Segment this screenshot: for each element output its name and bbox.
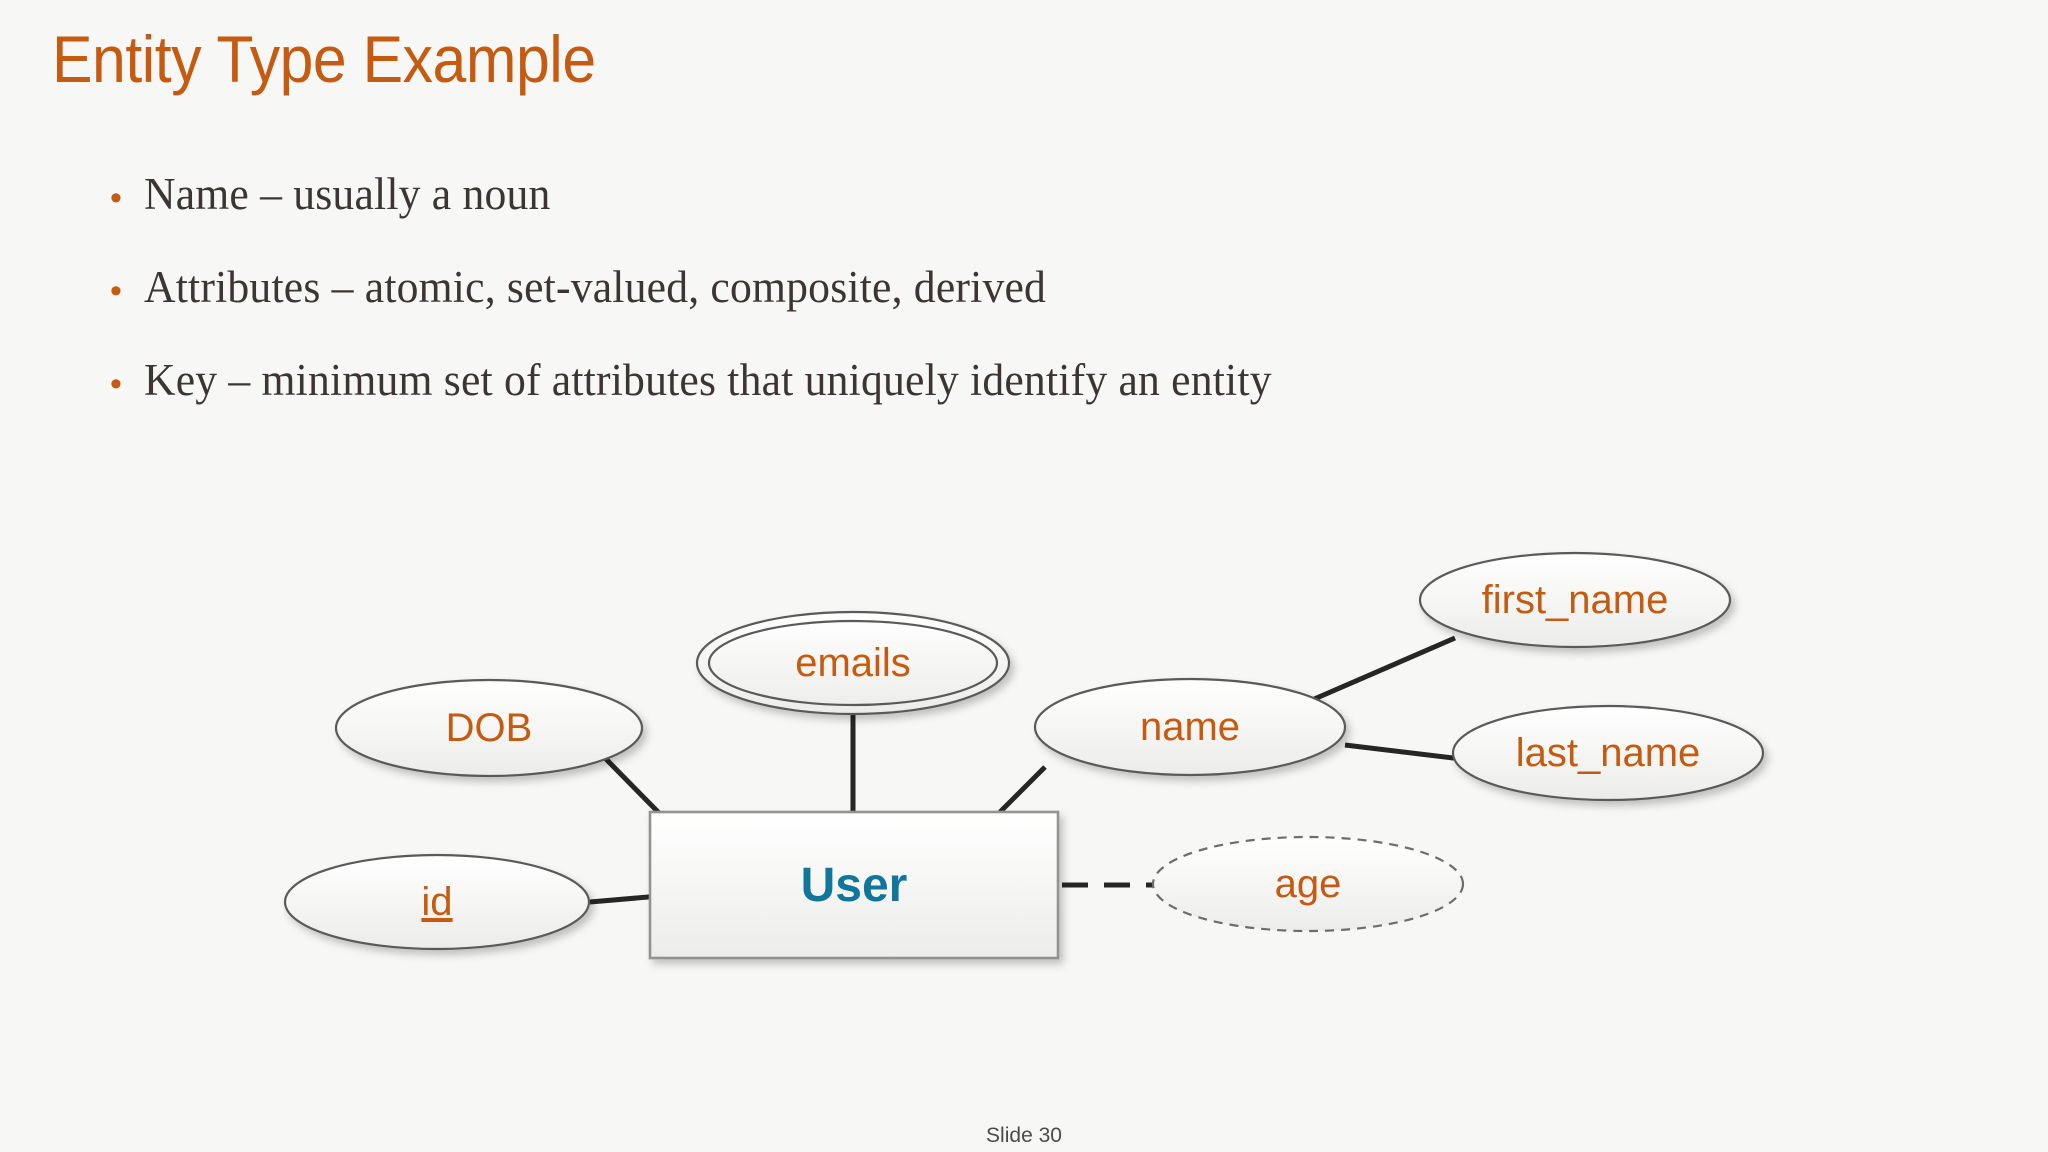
- ellipse-shape: [334, 678, 644, 778]
- ellipse-shape-inner: [707, 619, 999, 707]
- edge-name-user: [998, 765, 1047, 814]
- ellipse-shape: [1418, 551, 1732, 649]
- bullet-marker-icon: •: [110, 272, 122, 310]
- attribute-node-first-name[interactable]: [1418, 551, 1732, 649]
- bullet-marker-icon: •: [110, 179, 122, 217]
- rectangle-shape: [648, 810, 1060, 960]
- ellipse-shape-outer: [695, 610, 1011, 716]
- ellipse-shape: [1033, 677, 1347, 777]
- ellipse-shape-dashed: [1151, 835, 1465, 933]
- list-item-text: Key – minimum set of attributes that uni…: [144, 355, 1272, 405]
- attribute-node-name[interactable]: [1033, 677, 1347, 777]
- edge-name-last: [1344, 742, 1471, 763]
- bullet-marker-icon: •: [110, 365, 122, 403]
- attribute-node-last-name[interactable]: [1451, 704, 1765, 802]
- ellipse-shape: [283, 853, 591, 951]
- list-item-text: Name – usually a noun: [144, 169, 551, 219]
- list-item: • Name – usually a noun: [100, 168, 1800, 220]
- edge-layer: [589, 635, 1471, 905]
- ellipse-shape: [1451, 704, 1765, 802]
- list-item: • Key – minimum set of attributes that u…: [100, 354, 1800, 406]
- attribute-node-dob[interactable]: [334, 678, 644, 778]
- list-item-text: Attributes – atomic, set-valued, composi…: [144, 262, 1047, 312]
- attribute-node-age[interactable]: [1151, 835, 1465, 933]
- entity-node-user[interactable]: [648, 810, 1060, 960]
- attribute-node-emails[interactable]: [695, 610, 1011, 716]
- edge-dob-user: [602, 755, 666, 820]
- attribute-node-id[interactable]: [283, 853, 591, 951]
- edge-name-first: [1311, 635, 1456, 703]
- bullet-list: • Name – usually a noun • Attributes – a…: [100, 168, 1800, 447]
- slide-number-footer: Slide 30: [986, 1124, 1062, 1147]
- edge-id-user: [589, 893, 661, 905]
- list-item: • Attributes – atomic, set-valued, compo…: [100, 261, 1800, 313]
- page-title: Entity Type Example: [52, 22, 596, 96]
